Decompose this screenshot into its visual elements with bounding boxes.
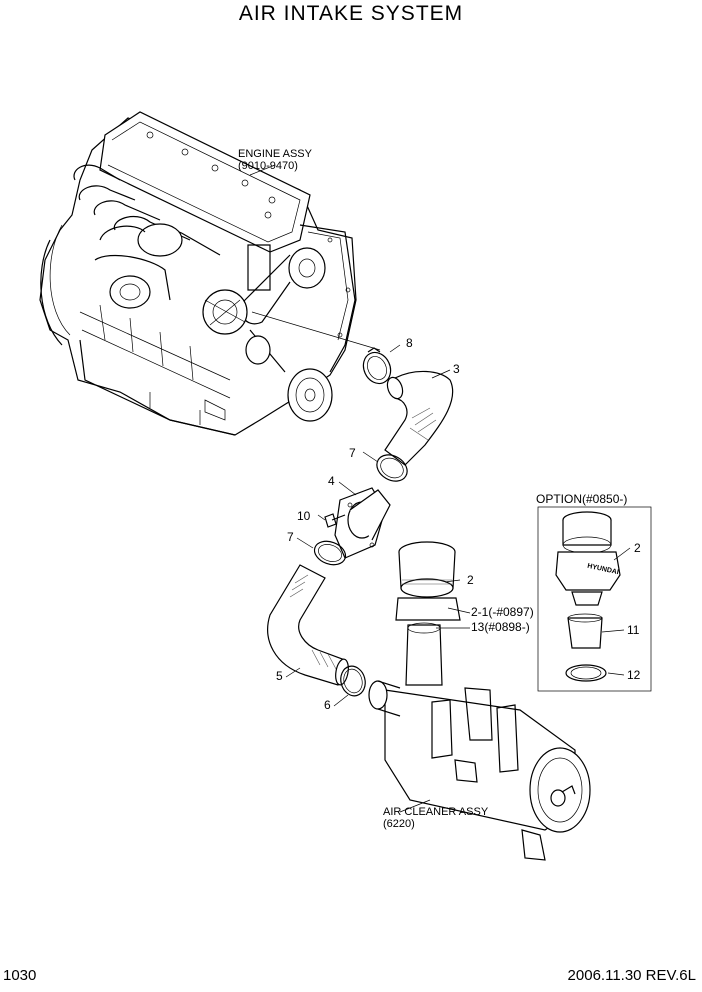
clamp-7-lower-drawing	[313, 540, 347, 566]
bolt-10-drawing	[324, 513, 346, 528]
elbow-hose-5-drawing	[267, 564, 349, 686]
engine-assy-label: ENGINE ASSY (9010-9470)	[238, 148, 312, 172]
page-title: AIR INTAKE SYSTEM	[238, 2, 464, 25]
clamp-7-upper-drawing	[376, 454, 408, 482]
option-label: OPTION(#0850-)	[536, 492, 628, 506]
part-number-13: 13(#0898-)	[471, 620, 530, 634]
part-number-7-upper: 7	[349, 446, 356, 460]
part-number-10: 10	[297, 509, 311, 523]
leader-lines	[249, 164, 631, 813]
part-number-6: 6	[324, 698, 331, 712]
elbow-hose-3-drawing	[384, 370, 454, 466]
page-number: 1030	[3, 967, 37, 984]
part-number-8: 8	[406, 336, 413, 350]
part-number-3: 3	[453, 362, 460, 376]
air-cleaner-assy-label: AIR CLEANER ASSY (6220)	[383, 806, 489, 830]
option-box	[537, 506, 652, 692]
adapter-4-drawing	[334, 487, 391, 559]
part-number-5: 5	[276, 669, 283, 683]
option-part-number-12: 12	[627, 668, 641, 682]
option-precleaner-drawing	[555, 511, 621, 682]
part-number-2: 2	[467, 573, 474, 587]
option-part-number-11: 11	[627, 623, 640, 637]
date-revision: 2006.11.30 REV.6L	[567, 967, 696, 984]
clamp-6-drawing	[340, 665, 366, 697]
part-number-2-1: 2-1(-#0897)	[471, 605, 534, 619]
engine-assembly-drawing	[39, 111, 357, 436]
part-number-7-lower: 7	[287, 530, 294, 544]
leader-line	[251, 311, 381, 351]
clamp-8-drawing	[362, 347, 392, 385]
air-cleaner-drawing	[368, 541, 591, 861]
option-part-number-2: 2	[634, 541, 641, 555]
part-number-4: 4	[328, 474, 335, 488]
